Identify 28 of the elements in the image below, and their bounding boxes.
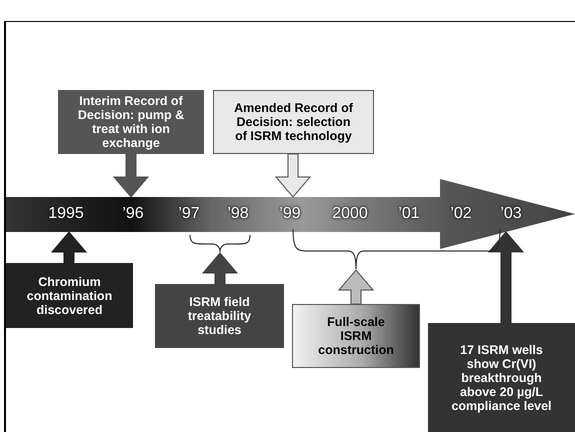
- year-label: ’98: [227, 206, 249, 222]
- year-label: ’03: [500, 206, 522, 222]
- callout-box: [292, 304, 420, 368]
- timeline-arrow: [6, 179, 575, 249]
- callout-box: [213, 90, 374, 154]
- callout-box: [155, 284, 284, 348]
- block-arrow: [50, 231, 88, 264]
- year-label: 2000: [332, 206, 368, 222]
- year-label: ’97: [178, 206, 200, 222]
- callout-text: Full-scale ISRM construction: [318, 315, 394, 357]
- callout-text: Amended Record of Decision: selection of ISRM technology: [234, 101, 353, 143]
- year-label: ’96: [122, 206, 144, 222]
- block-arrow: [338, 269, 374, 304]
- callout-box: [428, 323, 575, 432]
- year-label: ’99: [279, 206, 301, 222]
- year-label: 1995: [48, 206, 84, 222]
- callout-box: [58, 90, 204, 154]
- block-arrow: [488, 231, 524, 324]
- block-arrow: [202, 252, 238, 284]
- callout-text: Interim Record of Decision: pump & treat with ion exchange: [76, 94, 186, 150]
- callout-text: Chromium contamination discovered: [26, 274, 114, 316]
- year-label: ’02: [450, 206, 472, 222]
- block-arrow: [112, 154, 150, 198]
- callout-text: ISRM field treatability studies: [186, 295, 252, 337]
- callout-box: [6, 263, 133, 328]
- callout-text: 17 ISRM wells show Cr(VI) breakthrough above 20 µg/L compliance level: [450, 342, 553, 412]
- year-label: ’01: [398, 206, 420, 222]
- block-arrow: [274, 154, 312, 198]
